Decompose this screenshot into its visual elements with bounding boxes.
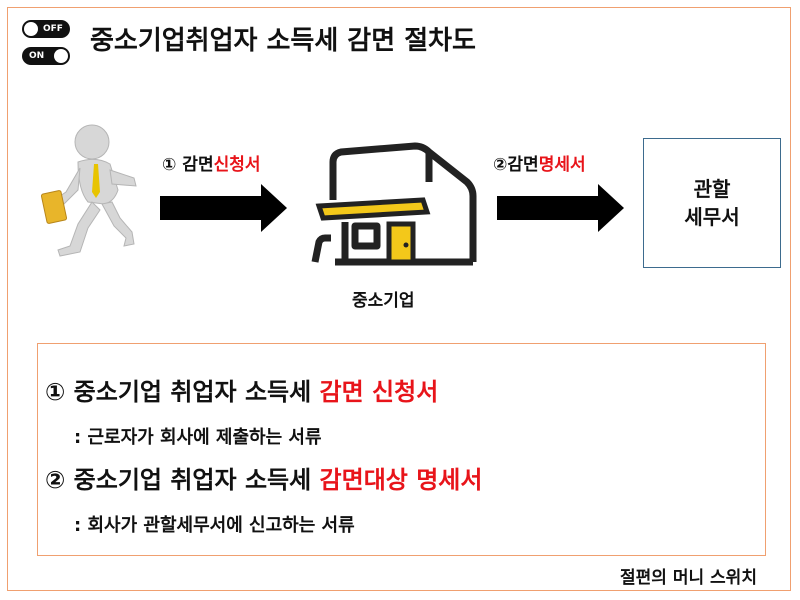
note-item-2-desc: : 회사가 관할세무서에 신고하는 서류 [74,515,355,536]
office-line1: 관할 [693,177,731,201]
toggle-off-icon: OFF [22,20,70,38]
office-line2: 세무서 [684,205,740,229]
running-person-icon [40,124,137,257]
note-item-1: ① 중소기업 취업자 소득세 감면 신청서 [45,378,439,406]
step2-label: ②감면명세서 [493,155,586,175]
notes-box [37,343,766,556]
footer-brand: 절편의 머니 스위치 [620,568,757,588]
note-item-2: ② 중소기업 취업자 소득세 감면대상 명세서 [45,466,483,494]
page-title: 중소기업취업자 소득세 감면 절차도 [90,26,476,56]
building-icon [311,142,477,266]
page-frame [7,7,791,591]
arrow-right-icon [160,184,287,232]
arrow-right-icon [497,184,624,232]
toggle-on-icon: ON [22,47,70,65]
company-label: 중소기업 [352,291,415,311]
note-item-1-desc: : 근로자가 회사에 제출하는 서류 [74,427,322,448]
tax-office-box: 관할 세무서 [643,138,781,268]
step1-label: ① 감면신청서 [162,155,261,175]
